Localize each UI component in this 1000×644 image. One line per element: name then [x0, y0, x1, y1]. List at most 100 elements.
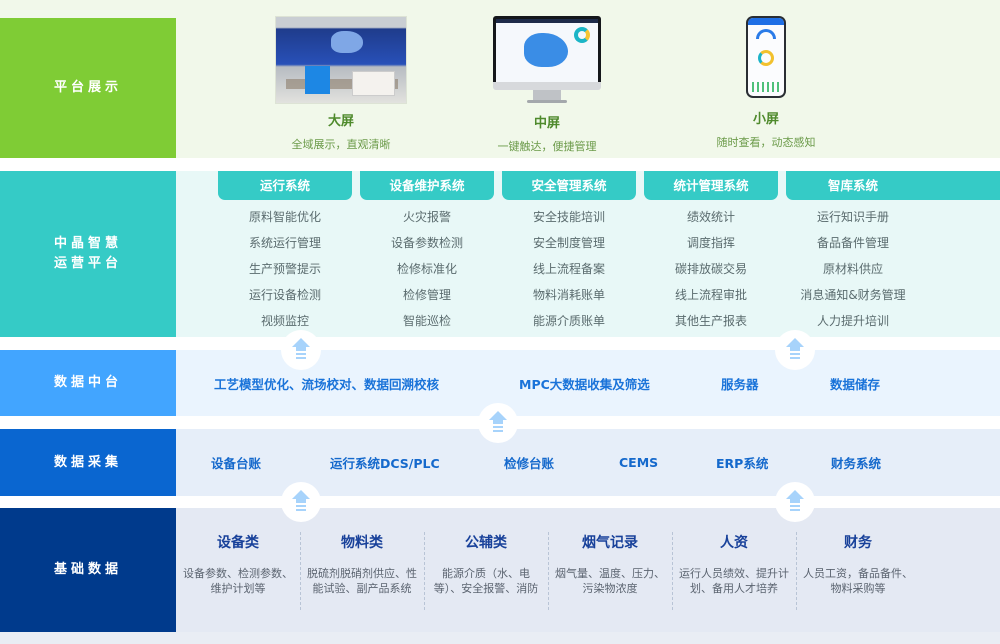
category-description: 设备参数、检测参数、维护计划等: [183, 567, 293, 595]
up-arrow-icon: [775, 482, 815, 522]
up-arrow-icon: [281, 330, 321, 370]
system-item: 调度指挥: [686, 236, 735, 250]
system-column-header: 设备维护系统: [360, 171, 494, 200]
system-item: 线上流程备案: [532, 262, 605, 276]
category-divider: [424, 532, 425, 610]
system-item: 火灾报警: [402, 210, 451, 224]
system-column-knowledge: 智库系统 运行知识手册 备品备件管理 原材料供应 消息通知&财务管理 人力提升培…: [786, 171, 1000, 334]
data-middle-item: 工艺模型优化、流场校对、数据回溯校核: [214, 376, 440, 392]
system-item: 绩效统计: [686, 210, 735, 224]
row-operations-platform: 中晶智慧 运营平台 运行系统 原料智能优化 系统运行管理 生产预警提示 运行设备…: [0, 171, 1000, 337]
row-label-line: 运营平台: [53, 256, 122, 271]
category-divider: [672, 532, 673, 610]
system-item: 检修管理: [402, 288, 451, 302]
display-subtitle: 一键触达，便捷管理: [497, 140, 597, 153]
video-wall-image: [275, 16, 407, 104]
category-description: 烟气量、温度、压力、污染物浓度: [555, 567, 665, 595]
data-middle-item: 服务器: [721, 376, 759, 392]
base-data-category: 物料类 脱硫剂脱硝剂供应、性能试验、副产品系统: [300, 532, 424, 596]
bottom-strip: [0, 632, 1000, 644]
row-base-data: 基础数据 设备类 设备参数、检测参数、维护计划等 物料类 脱硫剂脱硝剂供应、性能…: [0, 508, 1000, 632]
data-collection-item: ERP系统: [716, 456, 769, 471]
mobile-phone-image: [746, 16, 786, 98]
data-collection-item: 检修台账: [504, 456, 555, 471]
system-item: 物料消耗账单: [532, 288, 605, 302]
base-data-category: 烟气记录 烟气量、温度、压力、污染物浓度: [548, 532, 672, 596]
data-collection-item: 财务系统: [831, 456, 882, 471]
display-subtitle: 随时查看，动态感知: [716, 136, 816, 149]
category-description: 脱硫剂脱硝剂供应、性能试验、副产品系统: [307, 567, 417, 595]
system-item: 其他生产报表: [674, 314, 747, 328]
data-collection-item: 设备台账: [211, 456, 262, 471]
row-platform-display: 平台展示 大屏 全域展示，直观清晰 中屏 一键触达，便捷管理 小屏 随时查看，动…: [0, 16, 1000, 158]
category-divider: [796, 532, 797, 610]
category-description: 人员工资，备品备件、物料采购等: [803, 567, 913, 595]
data-middle-item: MPC大数据收集及筛选: [519, 376, 650, 392]
system-column-maintenance: 设备维护系统 火灾报警 设备参数检测 检修标准化 检修管理 智能巡检: [360, 171, 494, 334]
system-item: 设备参数检测: [390, 236, 463, 250]
system-item: 系统运行管理: [248, 236, 321, 250]
category-title: 人资: [720, 535, 748, 551]
system-column-header: 安全管理系统: [502, 171, 636, 200]
category-title: 物料类: [341, 535, 383, 551]
base-data-category: 财务 人员工资，备品备件、物料采购等: [796, 532, 920, 596]
row-label-data-collection: 数据采集: [0, 429, 176, 496]
display-title: 大屏: [327, 114, 354, 129]
display-medium-screen: 中屏 一键触达，便捷管理: [457, 16, 637, 154]
base-data-category: 公辅类 能源介质（水、电等）、安全报警、消防: [424, 532, 548, 596]
system-column-safety: 安全管理系统 安全技能培训 安全制度管理 线上流程备案 物料消耗账单 能源介质账…: [502, 171, 636, 334]
display-title: 中屏: [533, 116, 560, 131]
data-collection-item: CEMS: [619, 455, 659, 470]
system-item: 检修标准化: [396, 262, 457, 276]
up-arrow-icon: [478, 403, 518, 443]
category-title: 财务: [844, 535, 872, 551]
display-small-screen: 小屏 随时查看，动态感知: [676, 16, 856, 150]
row-data-collection: 数据采集 设备台账 运行系统DCS/PLC 检修台账 CEMS ERP系统 财务…: [0, 429, 1000, 496]
data-collection-panel: 设备台账 运行系统DCS/PLC 检修台账 CEMS ERP系统 财务系统: [176, 429, 1000, 496]
system-item: 智能巡检: [402, 314, 451, 328]
system-item: 碳排放碳交易: [674, 262, 747, 276]
system-item: 运行知识手册: [816, 210, 889, 224]
system-item: 原料智能优化: [248, 210, 321, 224]
system-column-header: 运行系统: [218, 171, 352, 200]
category-description: 能源介质（水、电等）、安全报警、消防: [433, 567, 539, 595]
row-label-platform-display: 平台展示: [0, 18, 176, 158]
data-collection-item: 运行系统DCS/PLC: [330, 456, 440, 471]
desktop-monitor-image: [493, 16, 601, 106]
up-arrow-icon: [775, 330, 815, 370]
base-data-category: 设备类 设备参数、检测参数、维护计划等: [176, 532, 300, 596]
platform-display-panel: 大屏 全域展示，直观清晰 中屏 一键触达，便捷管理 小屏 随时查看，动态感知: [176, 16, 1000, 158]
category-description: 运行人员绩效、提升计划、备用人才培养: [679, 567, 789, 595]
display-subtitle: 全域展示，直观清晰: [291, 138, 391, 151]
system-item: 视频监控: [260, 314, 309, 328]
system-column-statistics: 统计管理系统 绩效统计 调度指挥 碳排放碳交易 线上流程审批 其他生产报表: [644, 171, 778, 334]
system-item: 安全技能培训: [532, 210, 605, 224]
operations-platform-panel: 运行系统 原料智能优化 系统运行管理 生产预警提示 运行设备检测 视频监控 设备…: [176, 171, 1000, 337]
category-title: 公辅类: [465, 535, 507, 551]
row-label-data-middle: 数据中台: [0, 350, 176, 416]
base-data-panel: 设备类 设备参数、检测参数、维护计划等 物料类 脱硫剂脱硝剂供应、性能试验、副产…: [176, 508, 1000, 632]
system-item: 生产预警提示: [248, 262, 321, 276]
up-arrow-icon: [281, 482, 321, 522]
row-data-middle: 数据中台 工艺模型优化、流场校对、数据回溯校核 MPC大数据收集及筛选 服务器 …: [0, 350, 1000, 416]
system-item: 备品备件管理: [816, 236, 889, 250]
data-middle-item: 数据储存: [830, 376, 881, 392]
system-item: 消息通知&财务管理: [800, 288, 906, 302]
system-item: 能源介质账单: [532, 314, 605, 328]
system-item: 人力提升培训: [816, 314, 889, 328]
system-column-header: 智库系统: [786, 171, 1000, 200]
display-title: 小屏: [752, 112, 779, 127]
data-middle-panel: 工艺模型优化、流场校对、数据回溯校核 MPC大数据收集及筛选 服务器 数据储存: [176, 350, 1000, 416]
system-item: 线上流程审批: [674, 288, 747, 302]
system-item: 安全制度管理: [532, 236, 605, 250]
row-label-base-data: 基础数据: [0, 508, 176, 632]
base-data-category: 人资 运行人员绩效、提升计划、备用人才培养: [672, 532, 796, 596]
category-divider: [300, 532, 301, 610]
system-column-header: 统计管理系统: [644, 171, 778, 200]
system-item: 运行设备检测: [248, 288, 321, 302]
row-label-line: 中晶智慧: [53, 236, 122, 251]
category-title: 烟气记录: [582, 535, 638, 551]
category-title: 设备类: [217, 535, 259, 551]
system-column-operation: 运行系统 原料智能优化 系统运行管理 生产预警提示 运行设备检测 视频监控: [218, 171, 352, 334]
system-item: 原材料供应: [822, 262, 883, 276]
